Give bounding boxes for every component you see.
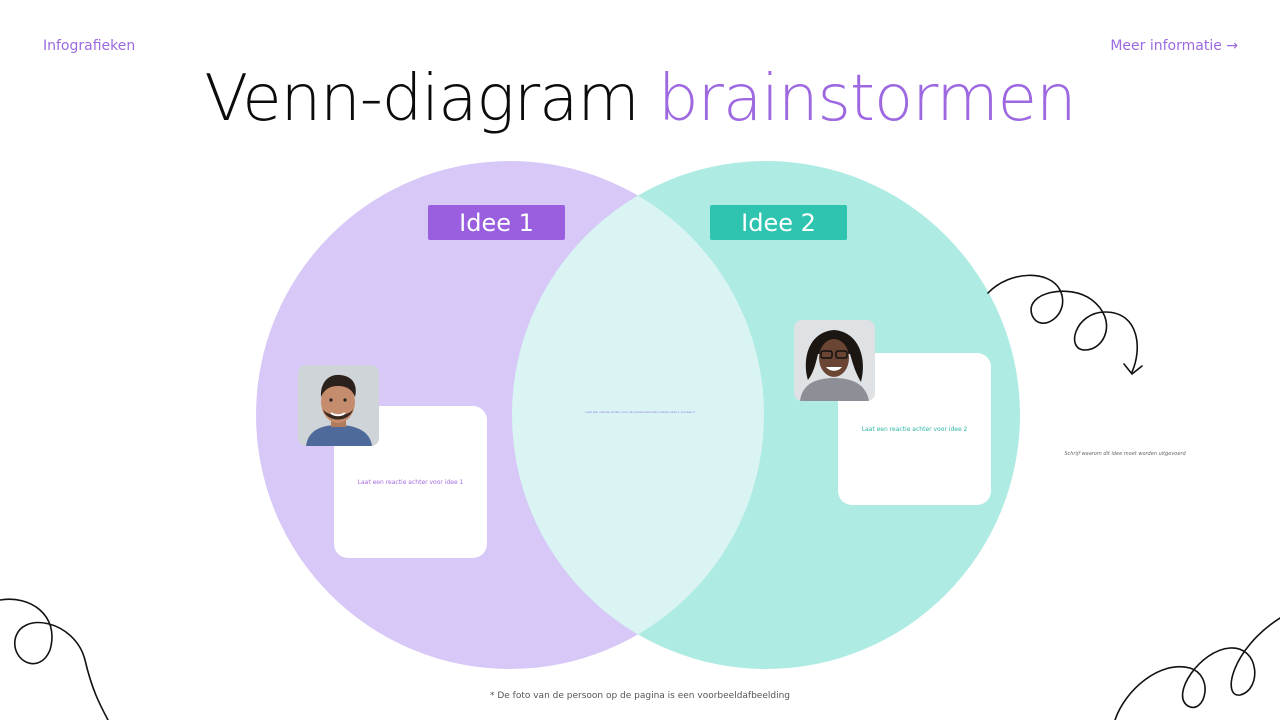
page-title: Venn-diagram brainstormen [0,62,1280,136]
idea1-comment-text: Laat een reactie achter voor idee 1 [357,478,464,486]
footnote: * De foto van de persoon op de pagina is… [489,691,791,701]
curly-arrow-icon [987,274,1138,373]
decorative-swirl-bottom-right [1114,617,1280,720]
idea2-comment-text: Laat een reactie achter voor idee 2 [861,425,968,433]
decorative-swirl-bottom-left [0,598,109,720]
infographics-link[interactable]: Infografieken [43,38,136,54]
title-accent: brainstormen [658,62,1077,136]
title-main: Venn-diagram [204,62,639,136]
idea1-label: Idee 1 [428,205,565,240]
arrow-head-icon [1123,363,1143,375]
overlap-region [512,161,764,669]
idea2-label: Idee 2 [710,205,847,240]
more-info-link[interactable]: Meer informatie → [1110,38,1238,54]
person-photo-1 [298,365,379,446]
overlap-comment-text[interactable]: Laat een reactie achter voor de overeenk… [585,410,695,414]
person-photo-2 [794,320,875,401]
side-note: Schrijf waarom dit idee moet worden uitg… [1064,451,1186,457]
